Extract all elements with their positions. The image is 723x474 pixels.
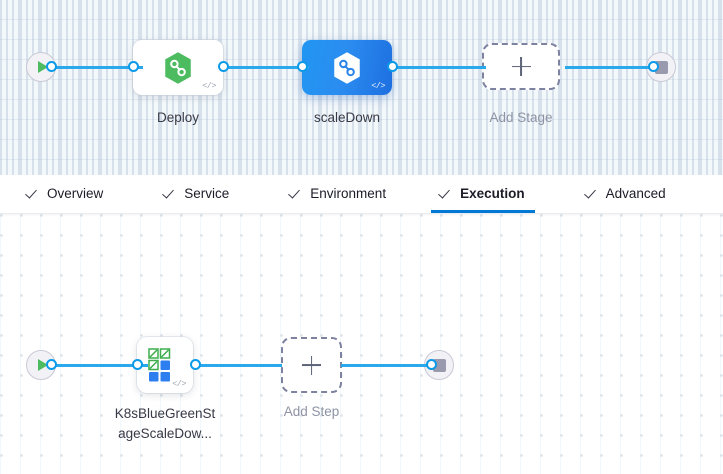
active-tab-underline bbox=[431, 210, 535, 213]
play-icon bbox=[37, 61, 48, 73]
step-link-k8s-addstep bbox=[196, 364, 282, 367]
harness-hexagon-icon bbox=[334, 51, 360, 84]
stage-node-scaledown[interactable]: </> bbox=[302, 40, 392, 95]
step-connector-ring-k8s-in[interactable] bbox=[132, 359, 143, 370]
step-connector-ring-start[interactable] bbox=[46, 359, 57, 370]
execution-graph-canvas[interactable]: </> K8sBlueGreenSt ageScaleDow... Add St… bbox=[0, 214, 723, 474]
step-card-k8s[interactable]: </> bbox=[137, 337, 193, 393]
tab-advanced[interactable]: Advanced bbox=[587, 175, 666, 213]
kubernetes-scale-icon bbox=[148, 348, 171, 382]
step-node-k8s-bluegreen-scaledown[interactable]: </> bbox=[137, 337, 193, 393]
plus-icon bbox=[302, 356, 321, 375]
add-step-node[interactable] bbox=[281, 337, 342, 393]
stage-link-addstage-end bbox=[565, 66, 655, 69]
add-stage-node[interactable] bbox=[482, 43, 560, 90]
stage-connector-ring-end[interactable] bbox=[648, 61, 659, 72]
check-icon bbox=[291, 188, 303, 200]
step-link-addstep-end bbox=[341, 364, 433, 367]
stage-node-deploy[interactable]: </> bbox=[133, 40, 223, 95]
stage-connector-ring-start[interactable] bbox=[46, 61, 57, 72]
step-label-line2: ageScaleDow... bbox=[118, 425, 212, 441]
check-icon bbox=[587, 188, 599, 200]
code-glyph-icon: </> bbox=[371, 81, 385, 91]
stage-card-deploy[interactable]: </> bbox=[133, 40, 223, 95]
stage-graph-canvas[interactable]: </> Deploy </> scaleDown bbox=[0, 0, 723, 175]
stage-label-scaledown: scaleDown bbox=[313, 110, 381, 125]
step-label-k8s: K8sBlueGreenSt ageScaleDow... bbox=[100, 404, 230, 443]
step-label-line1: K8sBlueGreenSt bbox=[114, 406, 216, 421]
code-glyph-icon: </> bbox=[202, 81, 216, 91]
check-icon bbox=[28, 188, 40, 200]
harness-hexagon-icon bbox=[165, 51, 191, 84]
check-icon bbox=[165, 188, 177, 200]
check-icon bbox=[441, 188, 453, 200]
tab-environment[interactable]: Environment bbox=[291, 175, 386, 213]
stage-link-start-deploy bbox=[48, 66, 143, 69]
stage-connector-ring-scaledown-in[interactable] bbox=[297, 61, 308, 72]
add-step-label: Add Step bbox=[283, 404, 340, 419]
add-stage-label: Add Stage bbox=[489, 110, 553, 125]
stage-link-deploy-scaledown bbox=[224, 66, 309, 69]
stage-link-scaledown-addstage bbox=[392, 66, 486, 69]
tab-overview[interactable]: Overview bbox=[28, 175, 103, 213]
stage-connector-ring-deploy-in[interactable] bbox=[128, 61, 139, 72]
stage-connector-ring-deploy-out[interactable] bbox=[218, 61, 229, 72]
stage-card-scaledown[interactable]: </> bbox=[302, 40, 392, 95]
code-glyph-icon: </> bbox=[172, 379, 186, 389]
add-step-button[interactable] bbox=[281, 337, 342, 393]
play-icon bbox=[37, 359, 48, 371]
stage-connector-ring-scaledown-out[interactable] bbox=[387, 61, 398, 72]
stage-config-tabs[interactable]: Overview Service Environment Execution A… bbox=[0, 175, 723, 214]
stage-label-deploy: Deploy bbox=[156, 110, 200, 125]
tab-execution[interactable]: Execution bbox=[431, 175, 535, 213]
add-stage-button[interactable] bbox=[482, 43, 560, 90]
step-connector-ring-end[interactable] bbox=[426, 359, 437, 370]
tab-service[interactable]: Service bbox=[165, 175, 229, 213]
step-link-start-k8s bbox=[48, 364, 148, 367]
step-connector-ring-k8s-out[interactable] bbox=[190, 359, 201, 370]
plus-icon bbox=[512, 57, 531, 76]
